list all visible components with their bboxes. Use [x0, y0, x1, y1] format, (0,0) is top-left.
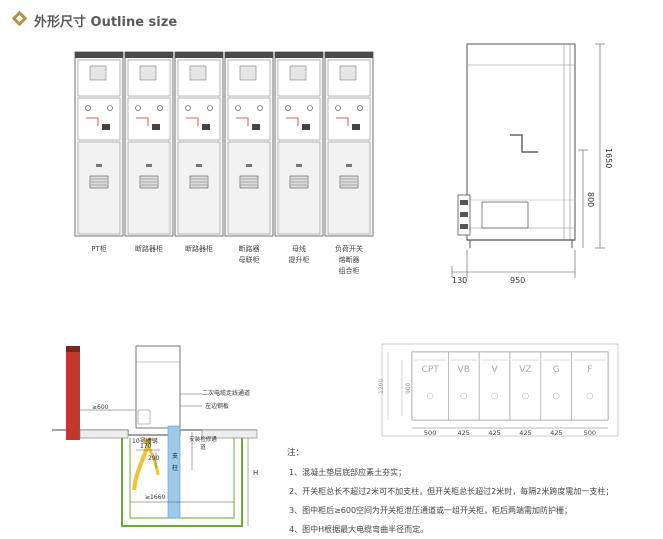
- cabinet-front-3: [174, 51, 224, 237]
- floor-plan-diagram: CPT 500 VB 425 V 425 VZ 425 G 425 F 500 1200 900: [378, 343, 619, 437]
- dim-mid-label: 800: [586, 192, 595, 207]
- cabinet-label-load-switch: 负荷开关熔断器组合柜: [335, 245, 363, 275]
- dim-H: H: [253, 469, 259, 477]
- plan-cell-label: VZ: [519, 365, 531, 375]
- dim-290: 290: [148, 455, 160, 462]
- notes-heading: 注：: [287, 448, 305, 458]
- plan-cell: VZ 425: [509, 351, 542, 437]
- cabinet-labels: PT柜 断路器柜 断路器柜 断路器母联柜 母线提升柜 负荷开关熔断器组合柜: [74, 244, 374, 288]
- plan-width-label: 425: [458, 429, 470, 437]
- plan-cell-label: V: [491, 365, 498, 375]
- label-cable-channel: 二次电缆走线通道: [202, 390, 251, 397]
- plan-cell: G 425: [540, 351, 573, 437]
- plan-cell-label: F: [587, 365, 592, 375]
- cabinet-label-bus-tie: 断路器母联柜: [238, 245, 260, 264]
- label-walk-channel: 安装检修通道: [189, 437, 217, 451]
- plan-width-label: 425: [488, 429, 500, 437]
- pillar-label: 支柱: [172, 452, 178, 472]
- dim-1660: ≥1660: [145, 494, 166, 501]
- plan-cell-label: CPT: [422, 365, 440, 375]
- cabinet-front-6: [324, 51, 374, 237]
- depth-outer-label: 1200: [378, 379, 385, 394]
- plan-cell-label: G: [553, 365, 560, 375]
- cabinet-label-pt: PT柜: [91, 245, 107, 253]
- dim-height-label: 1650: [604, 148, 613, 168]
- depth-inner-label: 900: [405, 382, 412, 394]
- cabinet-label-breaker-1: 断路器柜: [135, 245, 163, 253]
- note-item: 4、图中H根据最大电缆弯曲半径而定。: [289, 525, 429, 534]
- cabinet-label-breaker-2: 断路器柜: [185, 245, 213, 253]
- plan-width-label: 500: [424, 429, 436, 437]
- cabinet-front-2: [124, 51, 174, 237]
- dim-width-label: 950: [510, 276, 525, 285]
- note-item: 3、图中柜后≥600空间为开关柜泄压通道或一组开关柜，柜后两端需加防护栅；: [289, 506, 573, 515]
- plan-width-label: 425: [550, 429, 562, 437]
- section-diamond-icon: [11, 10, 28, 27]
- plan-cell-label: VB: [458, 365, 470, 375]
- plan-width-label: 500: [584, 429, 596, 437]
- note-item: 2、开关柜总长不超过2米可不加支柱，但开关柜总长超过2米时，每隔2米跨度需加一支…: [289, 487, 614, 496]
- label-steel-plate: 左边钢板: [205, 403, 230, 410]
- plan-width-label: 425: [519, 429, 531, 437]
- plan-cell: V 425: [478, 351, 511, 437]
- plan-cell: CPT 500: [411, 351, 449, 437]
- dim-170: 170: [140, 443, 152, 450]
- plan-cell: VB 425: [447, 351, 480, 437]
- front-view-diagram: [74, 51, 374, 237]
- cabinet-label-bus-riser: 母线提升柜: [288, 245, 310, 264]
- section-title: 外形尺寸 Outline size: [34, 15, 178, 30]
- plan-cell: F 500: [571, 351, 609, 437]
- cabinet-front-1: [74, 51, 124, 237]
- dim-600: ≥600: [92, 404, 109, 411]
- dim-depth-label: 130: [452, 276, 467, 285]
- trench-section-diagram: 支柱: [52, 345, 258, 527]
- label-channel-steel: 10号槽钢: [132, 438, 158, 445]
- side-view-diagram: 1650 800 130 950: [451, 43, 613, 285]
- cabinet-front-4: [224, 51, 274, 237]
- note-item: 1、混凝土垫层底部应素土夯实；: [289, 468, 407, 477]
- cabinet-front-5: [274, 51, 324, 237]
- notes-block: 注： 1、混凝土垫层底部应素土夯实； 2、开关柜总长不超过2米可不加支柱，但开关…: [287, 444, 659, 539]
